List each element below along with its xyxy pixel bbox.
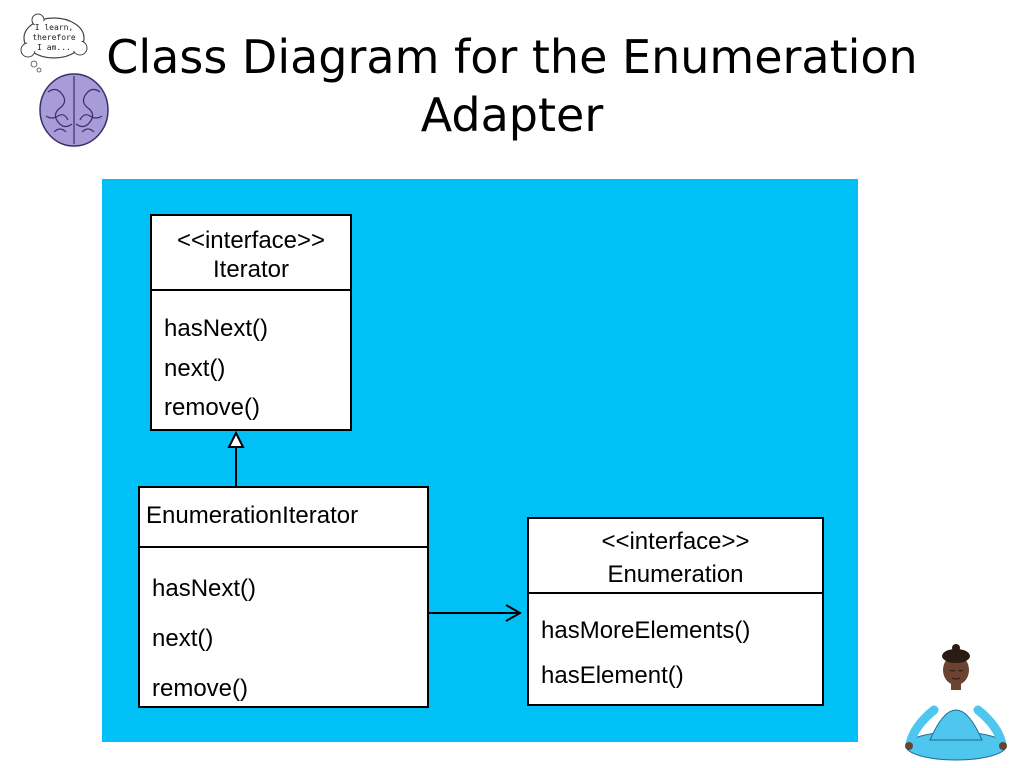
enumeration-iterator-methods: hasNext() next() remove() bbox=[140, 548, 427, 714]
realization-arrowhead bbox=[227, 430, 245, 448]
slide-title-line-1: Class Diagram for the Enumeration bbox=[106, 30, 918, 84]
enumeration-methods: hasMoreElements() hasElement() bbox=[529, 594, 822, 698]
slide-title: Class Diagram for the Enumeration Adapte… bbox=[70, 28, 954, 144]
iterator-method: remove() bbox=[164, 394, 261, 421]
diagram-canvas: <<interface>> Iterator hasNext() next() … bbox=[102, 179, 858, 742]
brain-shape bbox=[39, 73, 109, 147]
enumeration-iterator-method: next() bbox=[152, 625, 214, 652]
enumeration-class-name: Enumeration bbox=[607, 561, 744, 588]
iterator-method: next() bbox=[164, 355, 226, 382]
slide-title-line-2: Adapter bbox=[420, 88, 604, 142]
enumeration-interface-box: <<interface>> Enumeration hasMoreElement… bbox=[527, 517, 824, 706]
enumeration-iterator-method: remove() bbox=[152, 675, 249, 702]
iterator-stereotype: <<interface>> bbox=[176, 227, 326, 254]
brain-thought-icon: I learn, therefore I am... bbox=[20, 13, 109, 147]
meditating-person-icon bbox=[905, 644, 1007, 761]
enumeration-method: hasMoreElements() bbox=[541, 617, 751, 644]
enumeration-iterator-header: EnumerationIterator bbox=[140, 488, 427, 548]
iterator-interface-box: <<interface>> Iterator hasNext() next() … bbox=[150, 214, 352, 431]
enumeration-iterator-class-box: EnumerationIterator hasNext() next() rem… bbox=[138, 486, 429, 708]
enumeration-method: hasElement() bbox=[541, 662, 684, 689]
iterator-method: hasNext() bbox=[164, 315, 269, 342]
enumeration-iterator-class-name: EnumerationIterator bbox=[146, 502, 359, 529]
iterator-class-name: Iterator bbox=[212, 256, 290, 283]
enumeration-header: <<interface>> Enumeration bbox=[529, 519, 822, 594]
thought-line-3: I am... bbox=[37, 43, 71, 52]
association-arrowhead bbox=[505, 604, 523, 622]
iterator-header: <<interface>> Iterator bbox=[152, 216, 350, 291]
iterator-methods: hasNext() next() remove() bbox=[152, 291, 350, 427]
enumeration-iterator-method: hasNext() bbox=[152, 575, 257, 602]
enumeration-stereotype: <<interface>> bbox=[601, 528, 750, 555]
thought-line-2: therefore bbox=[32, 33, 76, 42]
thought-cloud: I learn, therefore I am... bbox=[20, 13, 88, 73]
thought-line-1: I learn, bbox=[35, 23, 74, 32]
